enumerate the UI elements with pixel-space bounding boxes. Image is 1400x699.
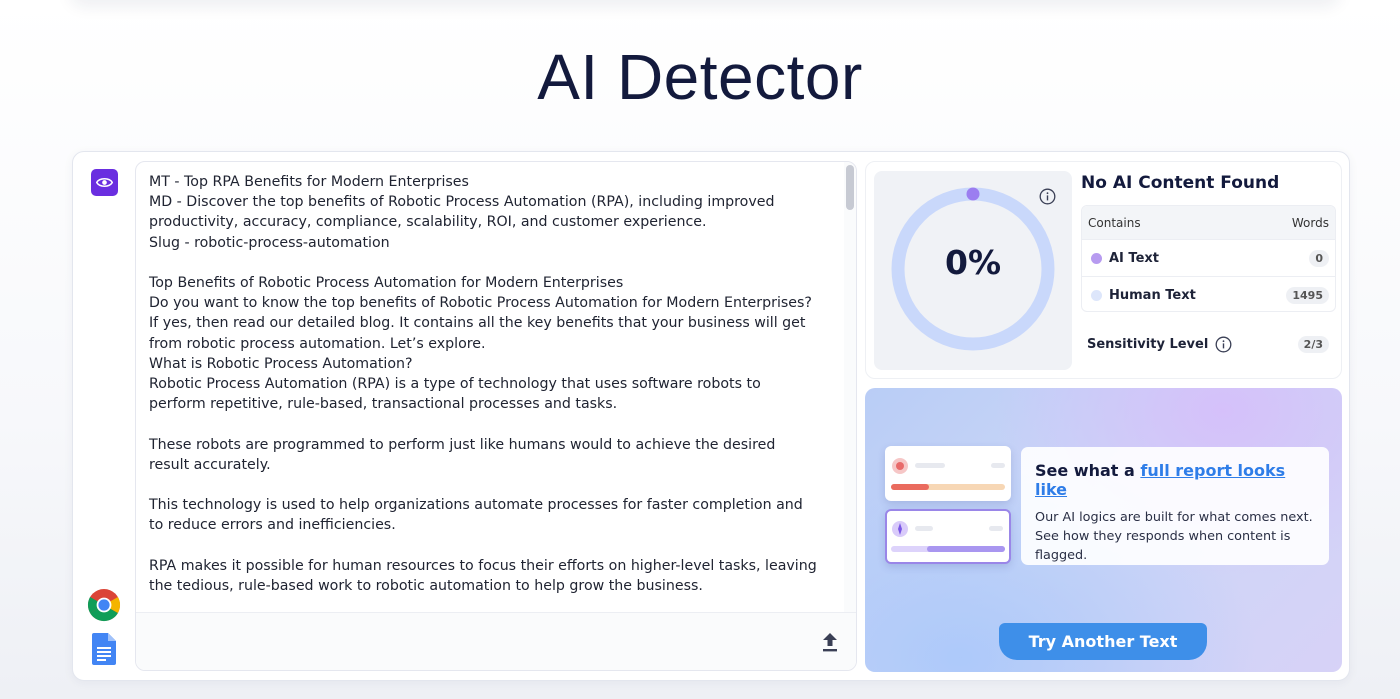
promo-title-prefix: See what a [1035, 461, 1141, 480]
scrollbar-thumb[interactable] [846, 165, 854, 210]
info-icon[interactable] [1039, 188, 1056, 205]
ai-percentage: 0% [944, 243, 1002, 282]
ai-score-gauge: 0% [874, 171, 1072, 370]
report-preview-card-flagged [885, 509, 1011, 564]
gauge-ring [891, 187, 1055, 351]
sensitivity-value[interactable]: 2/3 [1297, 336, 1329, 353]
sensitivity-label: Sensitivity Level [1087, 337, 1209, 352]
ai-text-dot [1091, 252, 1102, 264]
text-editor[interactable]: MT - Top RPA Benefits for Modern Enterpr… [135, 161, 857, 671]
human-text-label: Human Text [1109, 287, 1196, 303]
human-text-dot [1091, 289, 1102, 301]
table-header: Contains Words [1082, 206, 1335, 239]
promo-text-box: See what a full report looks like Our AI… [1021, 447, 1329, 565]
editor-line: Slug - robotic-process-automation [149, 234, 390, 251]
try-another-text-button[interactable]: Try Another Text [999, 623, 1207, 660]
human-text-count: 1495 [1286, 286, 1329, 304]
editor-footer [136, 612, 856, 670]
sensitivity-info-icon[interactable] [1215, 336, 1232, 353]
editor-textarea[interactable]: MT - Top RPA Benefits for Modern Enterpr… [136, 162, 848, 614]
editor-line: MD - Discover the top benefits of Roboti… [149, 194, 780, 231]
words-header: Words [1291, 215, 1329, 230]
editor-line: Robotic Process Automation (RPA) is a ty… [149, 376, 766, 413]
chrome-icon[interactable] [87, 588, 121, 622]
ai-text-count: 0 [1309, 249, 1329, 267]
editor-line: Top Benefits of Robotic Process Automati… [149, 275, 624, 292]
result-title: No AI Content Found [1081, 173, 1280, 193]
editor-line: Do you want to know the top benefits of … [149, 295, 817, 352]
editor-line [149, 253, 818, 273]
table-row-human-text: Human Text 1495 [1082, 276, 1335, 311]
detector-card: MT - Top RPA Benefits for Modern Enterpr… [72, 151, 1350, 681]
result-panel: 0% No AI Content Found Contains Words AI… [865, 161, 1342, 379]
contains-header: Contains [1088, 215, 1141, 230]
editor-line [149, 536, 818, 556]
report-preview-card [885, 446, 1011, 501]
editor-line: RPA makes it possible for human resource… [149, 557, 822, 595]
page-title: AI Detector [537, 41, 863, 113]
ai-text-label: AI Text [1109, 250, 1159, 266]
google-docs-icon[interactable] [92, 633, 116, 665]
gauge-ai-arc [891, 187, 1055, 351]
promo-description: Our AI logics are built for what comes n… [1035, 510, 1313, 563]
sensitivity-level: Sensitivity Level 2/3 [1087, 336, 1329, 353]
editor-scrollbar[interactable] [844, 162, 856, 614]
side-rail [73, 152, 135, 680]
word-count-table: Contains Words AI Text 0 Human Text 1495 [1081, 205, 1336, 312]
editor-line: MT - Top RPA Benefits for Modern Enterpr… [149, 174, 469, 190]
report-promo-panel: See what a full report looks like Our AI… [865, 388, 1342, 672]
table-row-ai-text: AI Text 0 [1082, 239, 1335, 276]
editor-line: This technology is used to help organiza… [149, 497, 808, 534]
full-report-link[interactable]: full report looks like [1035, 461, 1286, 499]
editor-line: These robots are programmed to perform j… [149, 436, 780, 473]
editor-line [149, 475, 818, 495]
editor-line [149, 414, 818, 434]
promo-title: See what a full report looks like [1035, 461, 1315, 499]
editor-line: What is Robotic Process Automation? [149, 355, 413, 372]
eye-icon[interactable] [91, 169, 118, 196]
upload-icon[interactable] [820, 631, 840, 653]
